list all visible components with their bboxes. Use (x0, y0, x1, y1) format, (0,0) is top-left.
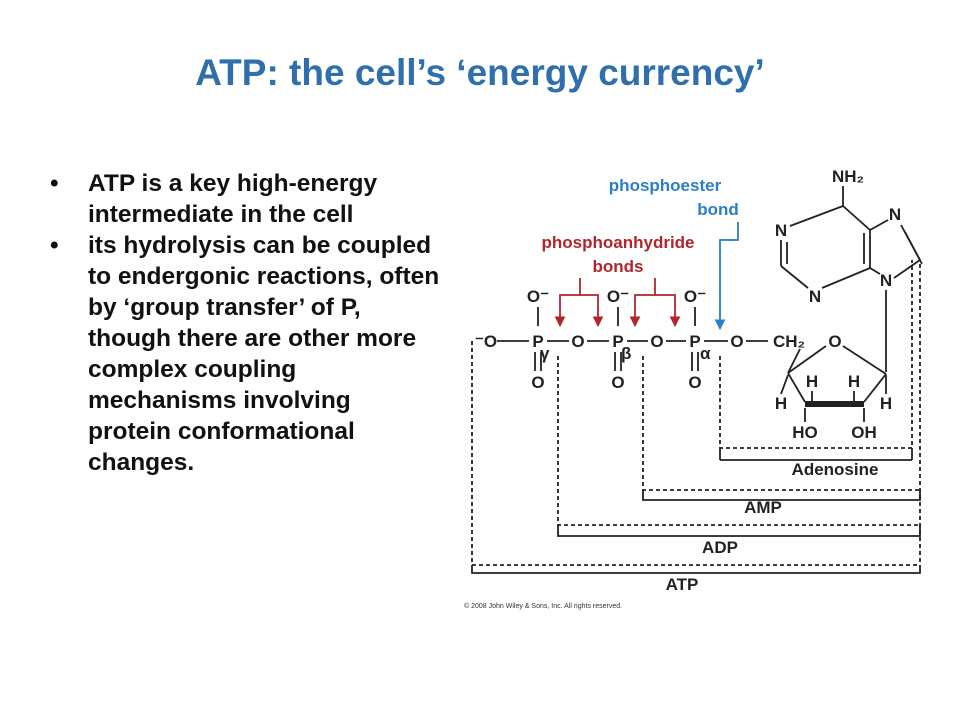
atp-structure-diagram: phosphoester bond phosphoanhydride bonds… (464, 167, 923, 610)
atom-o-minus: ⁻O (475, 332, 497, 351)
bullet-item: • ATP is a key high-energy intermediate … (50, 168, 440, 230)
atom-h: H (806, 372, 818, 391)
atom-h: H (775, 394, 787, 413)
greek-alpha: α (700, 344, 711, 363)
bracket-label-amp: AMP (744, 498, 782, 517)
phosphoester-label: phosphoester (609, 176, 722, 195)
ribose-ring: CH₂ O H H H H HO OH (773, 332, 892, 442)
bracket-label-adp: ADP (702, 538, 738, 557)
phosphoanhydride-label: bonds (593, 257, 644, 276)
atom-h: H (848, 372, 860, 391)
phosphate-chain: O⁻ O⁻ O⁻ ⁻O P O P O P O γ β α O O O (475, 287, 768, 392)
bullet-item: • its hydrolysis can be coupled to ender… (50, 230, 440, 478)
molecule-brackets (471, 260, 921, 574)
bullet-text: its hydrolysis can be coupled to endergo… (88, 232, 440, 476)
atom-o: O (730, 332, 743, 351)
bullet-text: ATP is a key high-energy intermediate in… (88, 170, 378, 228)
phosphoester-label: bond (697, 200, 739, 219)
phosphoanhydride-label: phosphoanhydride (542, 233, 695, 252)
atom-ho: HO (792, 423, 818, 442)
phosphoester-arrow (714, 222, 739, 331)
copyright-notice: © 2008 John Wiley & Sons, Inc. All right… (464, 602, 622, 610)
atom-nh2: NH₂ (832, 167, 864, 186)
bracket-label-atp: ATP (666, 575, 699, 594)
atom-o: O (688, 373, 701, 392)
atom-n: N (880, 271, 892, 290)
atom-n: N (775, 221, 787, 240)
atom-o-minus: O⁻ (684, 287, 706, 306)
adenine-base: NH₂ N N N N (775, 167, 923, 372)
bullet-marker: • (50, 170, 59, 197)
atom-o: O (531, 373, 544, 392)
atom-o: O (571, 332, 584, 351)
atom-o-minus: O⁻ (527, 287, 549, 306)
greek-beta: β (621, 344, 631, 363)
bullet-marker: • (50, 232, 59, 259)
greek-gamma: γ (540, 344, 550, 363)
slide-title: ATP: the cell’s ‘energy currency’ (195, 52, 765, 93)
atom-o-minus: O⁻ (607, 287, 629, 306)
bullet-list: • ATP is a key high-energy intermediate … (50, 168, 440, 478)
atom-oh: OH (851, 423, 877, 442)
atom-p-beta: P (612, 332, 623, 351)
atom-o: O (650, 332, 663, 351)
atom-o: O (611, 373, 624, 392)
bracket-label-adenosine: Adenosine (792, 460, 879, 479)
atom-n: N (809, 287, 821, 306)
phosphoanhydride-arrows (554, 278, 681, 328)
atom-h: H (880, 394, 892, 413)
atom-o: O (828, 332, 841, 351)
atom-ch2: CH₂ (773, 332, 805, 351)
atom-n: N (889, 205, 901, 224)
atom-p-gamma: P (532, 332, 543, 351)
atom-p-alpha: P (689, 332, 700, 351)
